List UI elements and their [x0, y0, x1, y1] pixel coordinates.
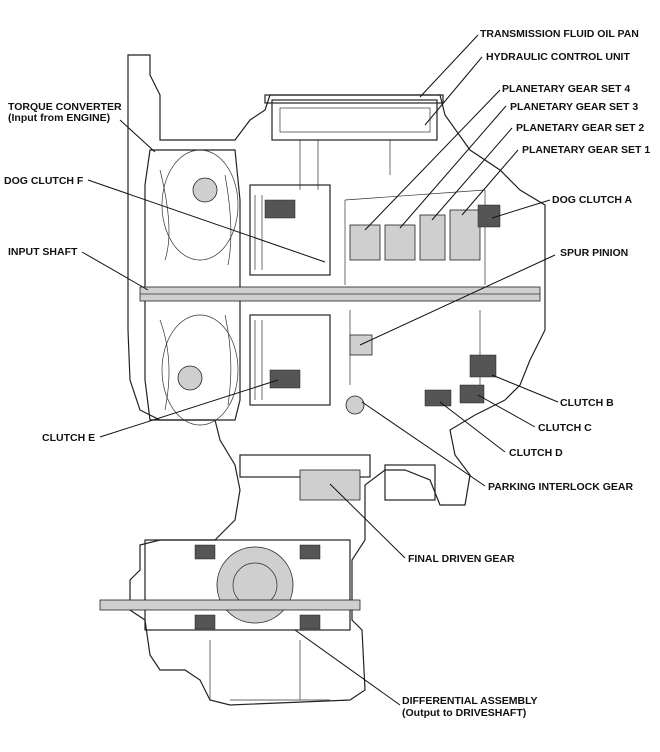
dog-clutch-f-pack: [264, 199, 296, 219]
leader-oil-pan: [419, 34, 479, 98]
final-driven-gear: [299, 469, 361, 501]
label-final-driven-gear: FINAL DRIVEN GEAR: [408, 553, 515, 565]
transmission-drawing: [99, 54, 546, 706]
leader-parking-interlock: [361, 401, 486, 487]
label-torque-converter: TORQUE CONVERTER: [8, 101, 122, 113]
leader-dog-clutch-f: [87, 179, 326, 263]
transmission-fluid-oil-pan: [264, 94, 444, 104]
leader-torque-converter: [119, 119, 156, 153]
label-spur-pinion: SPUR PINION: [560, 247, 628, 259]
leader-spur-pinion: [359, 254, 556, 346]
driveshaft: [99, 599, 361, 611]
labels: TORQUE CONVERTER (Input from ENGINE) DOG…: [4, 28, 650, 719]
leader-pgs-3: [399, 105, 507, 229]
clutch-c-pack: [459, 384, 485, 404]
leader-clutch-c: [477, 394, 536, 428]
label-pgs-2: PLANETARY GEAR SET 2: [516, 122, 644, 134]
label-clutch-d: CLUTCH D: [509, 447, 563, 459]
clutch-d-pack: [424, 389, 452, 407]
parking-interlock-gear: [345, 395, 365, 415]
leader-hydraulic-unit: [424, 56, 483, 126]
transmission-case: [127, 54, 546, 706]
label-pgs-4: PLANETARY GEAR SET 4: [502, 83, 630, 95]
label-pgs-3: PLANETARY GEAR SET 3: [510, 101, 638, 113]
leader-clutch-e: [99, 379, 279, 438]
planetary-gear-set-4: [349, 224, 381, 261]
label-oil-pan: TRANSMISSION FLUID OIL PAN: [480, 28, 639, 40]
label-hydraulic-unit: HYDRAULIC CONTROL UNIT: [486, 51, 630, 63]
torque-converter-upper: [161, 149, 239, 261]
leader-clutch-d: [439, 401, 506, 453]
dog-clutch-a-pack: [477, 204, 501, 228]
leader-lines: [81, 34, 559, 706]
torque-converter-housing: [144, 149, 241, 421]
label-input-shaft: INPUT SHAFT: [8, 246, 78, 258]
torque-converter-lower: [161, 314, 239, 426]
label-clutch-b: CLUTCH B: [560, 397, 614, 409]
clutch-e-pack: [269, 369, 301, 389]
leader-dog-clutch-a: [491, 199, 551, 219]
label-differential-sub: (Output to DRIVESHAFT): [402, 707, 526, 719]
turbine-lower: [177, 365, 203, 391]
label-torque-converter-sub: (Input from ENGINE): [8, 112, 110, 124]
leader-differential: [294, 629, 401, 706]
label-dog-clutch-a: DOG CLUTCH A: [552, 194, 633, 206]
label-dog-clutch-f: DOG CLUTCH F: [4, 175, 84, 187]
planetary-gear-set-1: [449, 209, 481, 261]
label-parking-interlock: PARKING INTERLOCK GEAR: [488, 481, 633, 493]
leader-pgs-1: [461, 149, 519, 216]
differential-assembly-group: [99, 539, 361, 701]
leader-input-shaft: [81, 251, 149, 291]
leader-pgs-4: [364, 89, 501, 231]
planetary-gear-set-3: [384, 224, 416, 261]
planetary-gear-set-2: [419, 214, 446, 261]
label-clutch-e: CLUTCH E: [42, 432, 95, 444]
planetary-gear-sets: [344, 189, 486, 390]
leader-pgs-2: [431, 127, 513, 221]
leader-final-driven-gear: [329, 483, 406, 559]
clutch-b-pack: [469, 354, 497, 378]
turbine-upper: [192, 177, 218, 203]
label-pgs-1: PLANETARY GEAR SET 1: [522, 144, 650, 156]
hydraulic-control-unit: [271, 99, 438, 141]
differential-case: [216, 546, 294, 624]
label-clutch-c: CLUTCH C: [538, 422, 592, 434]
leader-clutch-b: [491, 374, 559, 403]
label-differential: DIFFERENTIAL ASSEMBLY: [402, 695, 538, 707]
